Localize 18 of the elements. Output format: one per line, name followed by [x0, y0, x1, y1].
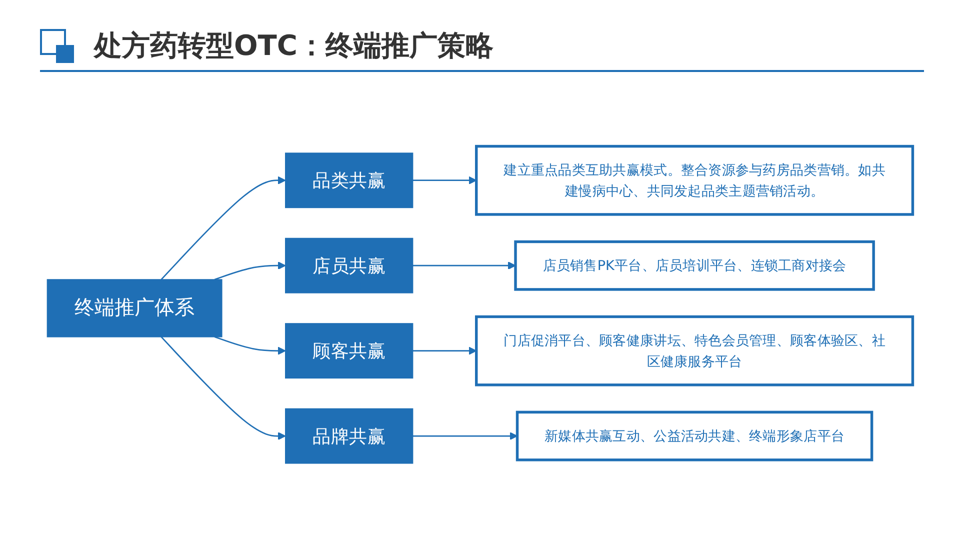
- arrow: [412, 176, 477, 185]
- node-box: 终端推广体系: [46, 279, 222, 338]
- arrow: [214, 262, 286, 280]
- arrow: [412, 347, 477, 356]
- node-box: 建立重点品类互助共赢模式。整合资源参与药房品类营销。如共建慢病中心、共同发起品类主题营销活动。: [475, 145, 914, 216]
- arrow: [160, 336, 286, 440]
- node-box: 店员销售PK平台、店员培训平台、连锁工商对接会: [514, 240, 875, 292]
- node-box: 新媒体共赢互动、公益活动共建、终端形象店平台: [516, 411, 874, 462]
- arrow: [214, 336, 286, 356]
- arrow: [160, 176, 286, 280]
- arrow: [412, 262, 516, 270]
- node-box: 店员共赢: [285, 238, 414, 294]
- title: 处方药转型OTC：终端推广策略: [94, 28, 494, 64]
- node-box: 品牌共赢: [285, 408, 414, 464]
- node-box: 门店促消平台、顾客健康讲坛、特色会员管理、顾客体验区、社区健康服务平台: [475, 316, 914, 386]
- node-box: 顾客共赢: [285, 323, 414, 379]
- arrow: [412, 432, 518, 440]
- node-box: 品类共赢: [285, 152, 414, 208]
